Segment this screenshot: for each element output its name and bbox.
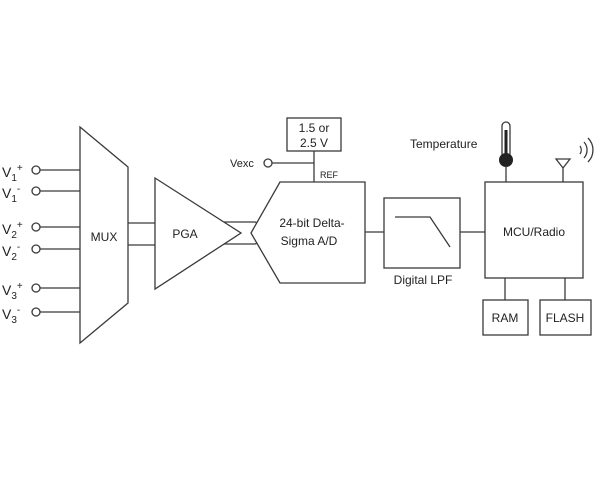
mcu-radio-block: MCU/Radio — [484, 181, 584, 279]
input-v1-plus: V1+ — [2, 163, 80, 184]
reference-block: 1.5 or 2.5 V REF — [286, 117, 342, 182]
adc-label-line1: 24-bit Delta- — [279, 216, 344, 230]
antenna-icon — [554, 158, 572, 182]
svg-text:V1-: V1- — [2, 184, 20, 205]
vexc-terminal: Vexc — [230, 158, 314, 170]
input-v2-minus: V2- — [2, 242, 80, 263]
pga-label: PGA — [172, 227, 197, 241]
reference-line1: 1.5 or — [299, 121, 330, 135]
thermometer-icon — [499, 121, 513, 182]
flash-label: FLASH — [546, 311, 585, 325]
svg-text:V1+: V1+ — [2, 163, 23, 184]
reference-line2: 2.5 V — [300, 136, 328, 150]
ram-block: RAM — [482, 299, 529, 336]
mcu-label: MCU/Radio — [503, 225, 565, 239]
input-v1-minus: V1- — [2, 184, 80, 205]
input-v2-plus: V2+ — [2, 220, 80, 241]
input-v3-minus: V3- — [2, 305, 80, 326]
lowpass-response-icon — [395, 216, 451, 248]
pga-block: PGA — [154, 176, 243, 291]
svg-text:V3-: V3- — [2, 305, 20, 326]
input-terminals: V1+ V1- V2+ V2- V3+ V3- — [2, 163, 80, 326]
mux-label: MUX — [91, 230, 118, 244]
temperature-label: Temperature — [410, 137, 478, 151]
input-v3-plus: V3+ — [2, 281, 80, 302]
vexc-label: Vexc — [230, 158, 254, 170]
adc-block: 24-bit Delta- Sigma A/D — [250, 181, 366, 284]
lpf-block: Digital LPF — [383, 197, 461, 287]
lpf-label: Digital LPF — [394, 273, 453, 287]
ram-label: RAM — [492, 311, 519, 325]
adc-label-line2: Sigma A/D — [281, 234, 338, 248]
svg-text:V2+: V2+ — [2, 220, 23, 241]
svg-text:V3+: V3+ — [2, 281, 23, 302]
ref-label: REF — [320, 170, 339, 180]
mux-pga-wires — [128, 222, 155, 246]
mux-block: MUX — [79, 125, 129, 345]
svg-text:V2-: V2- — [2, 242, 20, 263]
radio-waves-icon — [579, 137, 594, 163]
flash-block: FLASH — [539, 299, 592, 336]
